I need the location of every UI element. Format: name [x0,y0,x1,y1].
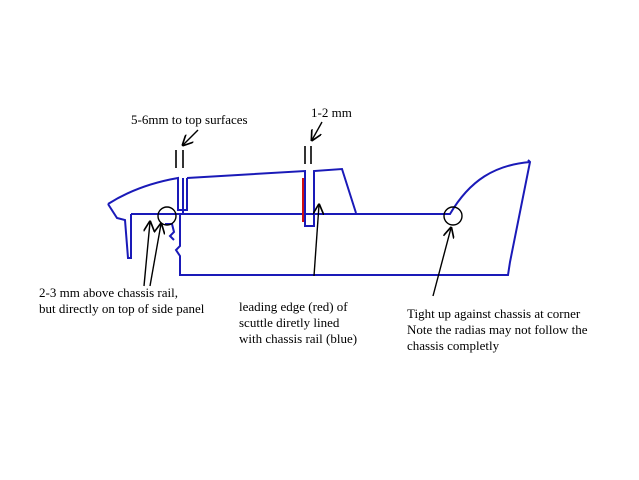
label-scuttle-gap: 1-2 mm [311,105,352,120]
arrow-chassis-rail-1 [143,222,150,287]
arrow-top-clearance [183,129,199,145]
top-clearance-marker [175,150,184,168]
label-chassis-rail-note: 2-3 mm above chassis rail, but directly … [39,285,205,316]
arrow-chassis-rail-2 [149,224,161,287]
corner-circle [443,206,463,226]
scuttle-gap-marker [304,146,312,164]
arch-detail [165,223,176,241]
chassis-outline [131,159,532,276]
front-panel-outline [107,176,188,259]
label-corner-note: Tight up against chassis at corner Note … [407,306,588,353]
label-leading-edge-note: leading edge (red) of scuttle diretly li… [239,299,358,346]
arrow-scuttle-gap [312,121,323,140]
scuttle-outline [182,167,357,227]
arrow-leading-edge [314,205,319,277]
arrow-corner [432,228,451,297]
label-top-clearance: 5-6mm to top surfaces [131,112,248,127]
chassis-rail-circle [157,206,177,226]
rear-curve-outline [445,161,531,215]
